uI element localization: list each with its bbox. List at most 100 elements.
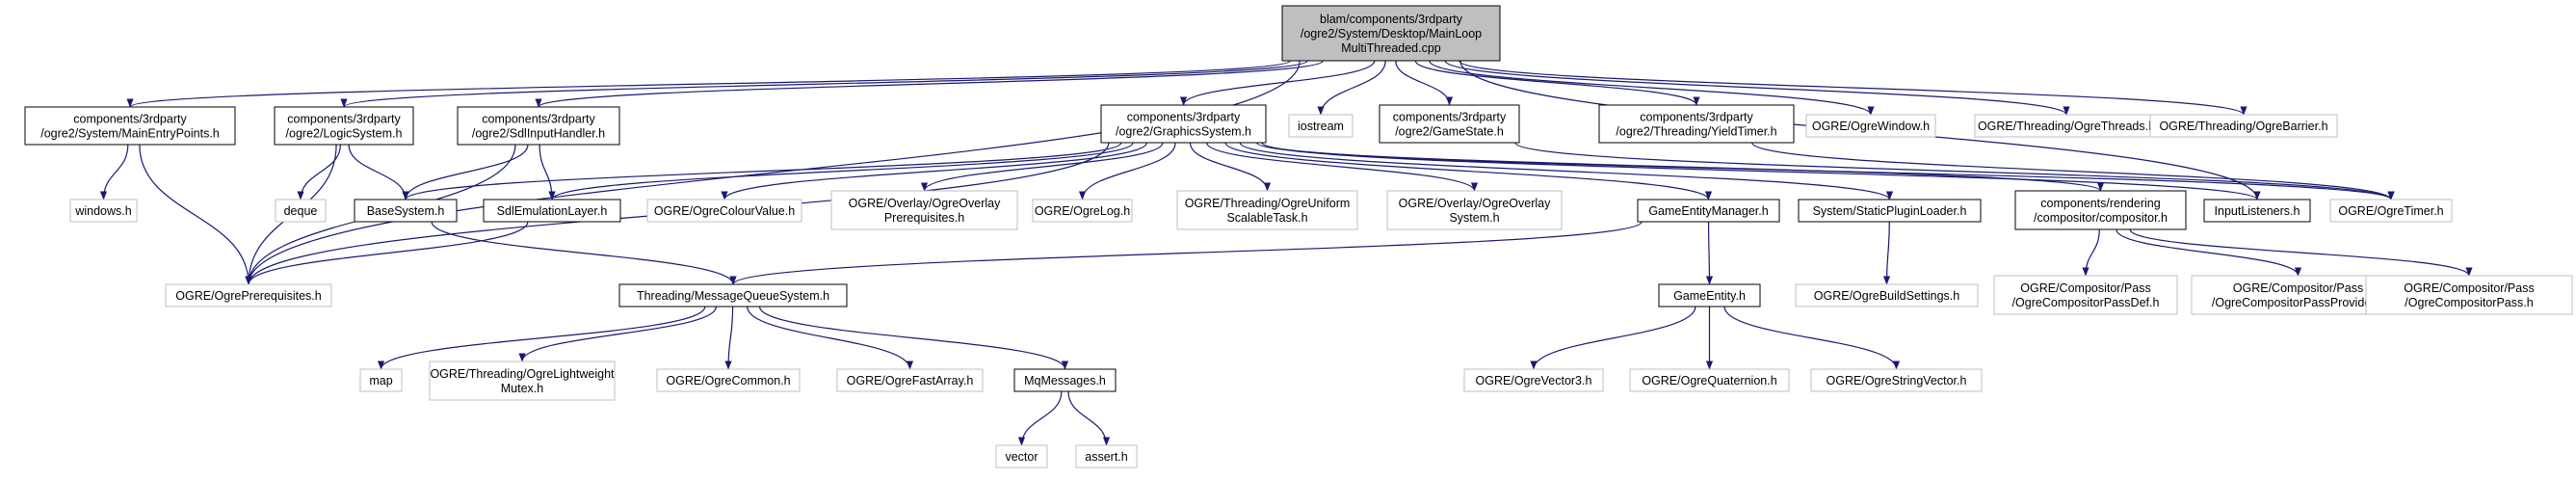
node-game-entity[interactable]: GameEntity.h	[1658, 283, 1761, 307]
node-label-line: GameEntity.h	[1673, 289, 1746, 303]
edge-base_system-to-message_queue_system	[431, 221, 737, 285]
node-box	[1032, 199, 1133, 223]
node-label-line: /ogre2/GameState.h	[1395, 125, 1504, 139]
node-box	[1810, 368, 1983, 392]
node-label-line: components/rendering	[2040, 197, 2160, 210]
node-label-line: components/3rdparty	[1393, 111, 1507, 124]
edge-graphics_system-to-overlay_system	[1206, 142, 1479, 192]
node-label-line: OGRE/OgreColourValue.h	[654, 204, 795, 218]
node-label-line: /ogre2/LogicSystem.h	[286, 127, 403, 141]
node-static-plugin-loader[interactable]: System/StaticPluginLoader.h	[1798, 199, 1982, 223]
node-ogre-barrier: OGRE/Threading/OgreBarrier.h	[2149, 114, 2338, 138]
node-game-entity-manager[interactable]: GameEntityManager.h	[1637, 199, 1780, 223]
node-label-line: components/3rdparty	[73, 113, 187, 126]
node-ogre-quaternion: OGRE/OgreQuaternion.h	[1629, 368, 1790, 392]
node-label-line: OGRE/OgrePrerequisites.h	[175, 289, 321, 303]
edge-sdl_input_handler-to-sdl_emulation_layer	[539, 144, 556, 200]
node-label-line: OGRE/OgreTimer.h	[2338, 204, 2443, 218]
edge-graphics_system-to-overlay_prereq	[920, 142, 1164, 192]
node-yield-timer[interactable]: components/3rdparty/ogre2/Threading/Yiel…	[1598, 104, 1795, 144]
node-logic-system[interactable]: components/3rdparty/ogre2/LogicSystem.h	[274, 106, 414, 146]
node-box	[830, 190, 1018, 230]
node-sdl-emulation-layer[interactable]: SdlEmulationLayer.h	[483, 199, 621, 223]
node-box	[1386, 190, 1563, 230]
node-label-line: System.h	[1449, 211, 1499, 225]
node-deque: deque	[275, 199, 327, 223]
node-label-line: deque	[284, 204, 318, 218]
edge-game_entity_manager-to-game_entity	[1705, 221, 1714, 285]
node-label-line: map	[369, 374, 392, 387]
edge-message_queue_system-to-mq_messages	[758, 306, 1069, 370]
edge-graphics_system-to-input_listeners	[1261, 142, 2261, 200]
node-label-line: /compositor/compositor.h	[2034, 211, 2168, 225]
node-label-line: MultiThreaded.cpp	[1341, 41, 1441, 55]
node-box	[1658, 283, 1761, 307]
node-box	[275, 199, 327, 223]
node-label-line: Threading/MessageQueueSystem.h	[637, 289, 829, 303]
node-label-line: InputListeners.h	[2215, 204, 2300, 218]
node-compositor-pass-def: OGRE/Compositor/Pass/OgreCompositorPassD…	[1993, 275, 2178, 315]
node-label-line: /ogre2/SdlInputHandler.h	[472, 127, 605, 141]
edges-layer	[99, 60, 2473, 446]
node-compositor[interactable]: components/rendering/compositor/composit…	[2014, 190, 2187, 230]
edge-message_queue_system-to-lightweight_mutex	[518, 306, 718, 362]
edge-compositor-to-compositor_pass	[2129, 228, 2473, 277]
node-label-line: /OgreCompositorPassDef.h	[2012, 296, 2160, 309]
node-root[interactable]: blam/components/3rdparty/ogre2/System/De…	[1281, 5, 1501, 62]
node-box	[1075, 444, 1138, 468]
node-label-line: OGRE/Threading/OgreThreads.h	[1978, 120, 2155, 133]
node-message-queue-system[interactable]: Threading/MessageQueueSystem.h	[618, 283, 848, 307]
node-box	[457, 106, 620, 146]
node-box	[2149, 114, 2338, 138]
node-label-line: OGRE/OgreCommon.h	[666, 374, 790, 387]
edge-graphics_system-to-static_plugin_loader	[1239, 142, 1893, 200]
node-ogre-colour-value: OGRE/OgreColourValue.h	[646, 199, 802, 223]
node-box	[69, 199, 138, 223]
node-box	[2329, 199, 2453, 223]
node-game-state[interactable]: components/3rdparty/ogre2/GameState.h	[1379, 104, 1520, 144]
node-box	[1629, 368, 1790, 392]
node-box	[274, 106, 414, 146]
node-ogre-string-vector: OGRE/OgreStringVector.h	[1810, 368, 1983, 392]
edge-logic_system-to-base_system	[348, 144, 409, 200]
edge-game_entity-to-ogre_vector3	[1530, 306, 1696, 370]
node-label-line: components/3rdparty	[287, 113, 401, 126]
node-label-line: OGRE/OgreVector3.h	[1476, 374, 1592, 387]
edge-graphics_system-to-game_entity_manager	[1224, 142, 1712, 200]
node-label-line: System/StaticPluginLoader.h	[1813, 204, 1967, 218]
node-sdl-input-handler[interactable]: components/3rdparty/ogre2/SdlInputHandle…	[457, 106, 620, 146]
node-input-listeners[interactable]: InputListeners.h	[2203, 199, 2311, 223]
node-main-entry-points[interactable]: components/3rdparty/ogre2/System/MainEnt…	[24, 106, 236, 146]
node-box	[165, 283, 332, 307]
node-box	[483, 199, 621, 223]
node-ogre-prerequisites: OGRE/OgrePrerequisites.h	[165, 283, 332, 307]
node-label-line: OGRE/Compositor/Pass	[2020, 281, 2150, 295]
node-box	[656, 368, 801, 392]
edge-sdl_emulation_layer-to-ogre_prerequisites	[245, 221, 529, 285]
edge-root-to-ogre_prerequisites	[245, 60, 1301, 285]
node-label-line: OGRE/Compositor/Pass	[2404, 281, 2534, 295]
node-label-line: /ogre2/GraphicsSystem.h	[1116, 125, 1251, 139]
node-graphics-system[interactable]: components/3rdparty/ogre2/GraphicsSystem…	[1100, 104, 1267, 144]
node-windows-h: windows.h	[69, 199, 138, 223]
node-label-line: OGRE/OgreBuildSettings.h	[1814, 289, 1960, 303]
node-label-line: vector	[1005, 450, 1038, 464]
edge-message_queue_system-to-map	[377, 306, 706, 370]
node-box	[618, 283, 848, 307]
node-label-line: ScalableTask.h	[1226, 211, 1307, 225]
node-label-line: Prerequisites.h	[884, 211, 964, 225]
edge-compositor-to-compositor_pass_def	[2082, 228, 2100, 277]
node-label-line: assert.h	[1085, 450, 1128, 464]
node-label-line: OGRE/Threading/OgreLightweight	[430, 367, 615, 381]
node-mq-messages[interactable]: MqMessages.h	[1013, 368, 1117, 392]
node-box	[1598, 104, 1795, 144]
node-ogre-build-settings: OGRE/OgreBuildSettings.h	[1795, 283, 1979, 307]
node-box	[1798, 199, 1982, 223]
node-base-system[interactable]: BaseSystem.h	[354, 199, 458, 223]
node-box	[1463, 368, 1604, 392]
node-map: map	[359, 368, 403, 392]
